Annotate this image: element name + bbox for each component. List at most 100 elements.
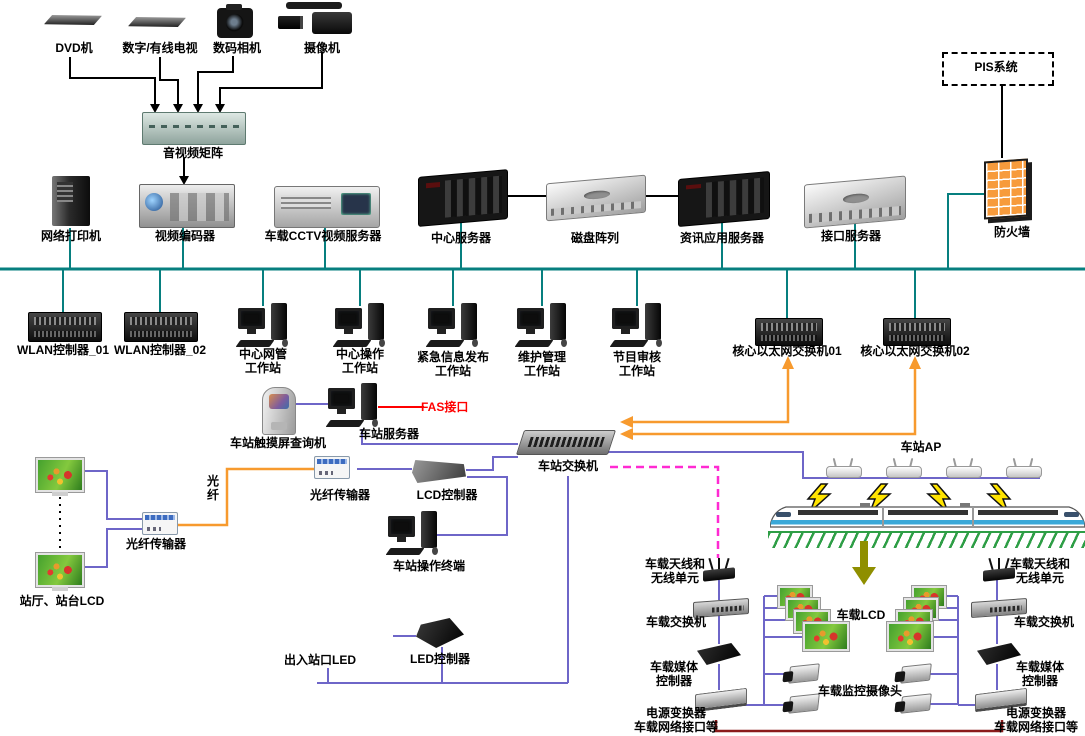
lightning-icon: [986, 483, 1012, 513]
vehicle-antenna-left-label: 车载天线和 无线单元: [644, 557, 705, 586]
pis-system-label: PIS系统: [974, 60, 1018, 74]
central-server-label: 中心服务器: [430, 231, 491, 245]
vehicle-antenna-icon: [983, 556, 1015, 582]
network-printer-icon: [52, 176, 90, 226]
ws-stand: [397, 537, 406, 542]
ws-mouse: [379, 339, 385, 347]
fiber-transceiver-2-icon: [314, 456, 350, 479]
ws-mouse: [372, 419, 378, 427]
access-point-icon: [886, 457, 922, 478]
ws-keyboard: [514, 340, 554, 347]
ws-tower: [645, 303, 661, 340]
disk-array-label: 磁盘阵列: [570, 231, 619, 245]
vehicle-antenna-right-label: 车载天线和 无线单元: [1009, 557, 1070, 586]
access-point-icon: [826, 457, 862, 478]
ap-body: [826, 466, 862, 478]
av-matrix-icon: [142, 112, 246, 145]
core-ethernet-switch-01-icon: [755, 318, 823, 346]
lcd-controller-icon: [412, 460, 466, 483]
fiber-transceiver-2-label: 光纤传输器: [309, 488, 370, 502]
wlan-controller-01-icon: [28, 312, 102, 342]
ws-monitor: [238, 308, 265, 329]
station-server-label: 车站服务器: [358, 427, 419, 441]
cctv-video-server-label: 车载CCTV视频服务器: [264, 229, 382, 243]
set-top-box-icon: [128, 17, 186, 27]
power-converter-right-label: 电源变换器 车载网络接口等: [993, 706, 1078, 735]
dvd-player-icon: [44, 15, 102, 25]
lightning-icon: [806, 483, 832, 513]
camcorder-lens: [278, 16, 303, 29]
fas-interface-label: FAS接口: [421, 400, 469, 414]
nms-workstation-icon: [235, 303, 290, 349]
interface-server-icon: [804, 175, 906, 229]
ws-tower: [461, 303, 477, 340]
access-point-icon: [946, 457, 982, 478]
ws-keyboard: [609, 340, 649, 347]
monitor-stand: [52, 587, 68, 591]
info-app-server-label: 资讯应用服务器: [679, 231, 764, 245]
interface-server-label: 接口服务器: [820, 229, 881, 243]
ws-stand: [621, 329, 630, 334]
download-arrow-icon: [852, 541, 876, 585]
dvd-player-label: DVD机: [55, 41, 93, 55]
ws-mouse: [656, 339, 662, 347]
ap-body: [946, 466, 982, 478]
ws-tower: [271, 303, 287, 340]
firewall-icon: [984, 158, 1028, 220]
ws-monitor: [328, 388, 355, 409]
surveillance-camera-icon: [788, 663, 820, 684]
pis-system-box: [942, 52, 1054, 86]
fiber-label: 光 纤: [206, 474, 219, 503]
digital-camera-label: 数码相机: [212, 41, 261, 55]
wlan-controller-02-label: WLAN控制器_02: [113, 343, 206, 357]
lcd-controller-label: LCD控制器: [416, 488, 478, 502]
emergency-workstation-label: 紧急信息发布 工作站: [416, 350, 489, 379]
ws-stand: [247, 329, 256, 334]
av-matrix-label: 音视频矩阵: [162, 146, 223, 160]
set-top-box-label: 数字/有线电视: [122, 41, 198, 55]
ws-stand: [526, 329, 535, 334]
vehicle-media-right-label: 车载媒体 控制器: [1015, 660, 1064, 689]
fiber-transceiver-1-label: 光纤传输器: [125, 537, 186, 551]
camcorder-handle: [286, 2, 342, 9]
router-antenna: [998, 558, 1000, 570]
ws-tower: [361, 383, 377, 420]
vehicle-antenna-icon: [703, 556, 735, 582]
monitor-stand: [52, 492, 68, 496]
wlan-controller-02-icon: [124, 312, 198, 342]
camera-lens: [226, 14, 244, 32]
video-encoder-icon: [139, 184, 235, 228]
vehicle-camera-label: 车载监控摄像头: [817, 684, 902, 698]
ws-mouse: [561, 339, 567, 347]
ws-stand: [337, 409, 346, 414]
vehicle-switch-right-label: 车载交换机: [1013, 615, 1074, 629]
camera-top: [226, 4, 242, 10]
station-lcd-icon: [36, 458, 84, 496]
ws-monitor: [517, 308, 544, 329]
vehicle-media-left-label: 车载媒体 控制器: [649, 660, 698, 689]
central-server-icon: [418, 169, 508, 227]
wlan-controller-01-label: WLAN控制器_01: [16, 343, 109, 357]
station-switch-label: 车站交换机: [537, 459, 598, 473]
review-workstation-icon: [609, 303, 664, 349]
cctv-video-server-icon: [274, 186, 380, 228]
vehicle-lcd-icon: [887, 622, 933, 651]
router-antenna: [718, 558, 720, 570]
lightning-icon: [926, 483, 952, 513]
ws-monitor: [388, 516, 415, 537]
ws-tower: [368, 303, 384, 340]
ws-monitor: [428, 308, 455, 329]
emergency-workstation-icon: [425, 303, 480, 349]
camcorder-icon: [278, 2, 354, 42]
operation-workstation-label: 中心操作 工作站: [335, 347, 384, 376]
ws-keyboard: [385, 548, 425, 555]
access-point-icon: [1006, 457, 1042, 478]
ws-tower: [421, 511, 437, 548]
video-encoder-label: 视频编码器: [154, 229, 215, 243]
exit-led-label: 出入站口LED: [283, 653, 356, 667]
ground-image: [768, 531, 1085, 548]
operation-terminal-icon: [385, 511, 440, 557]
ap-body: [1006, 466, 1042, 478]
